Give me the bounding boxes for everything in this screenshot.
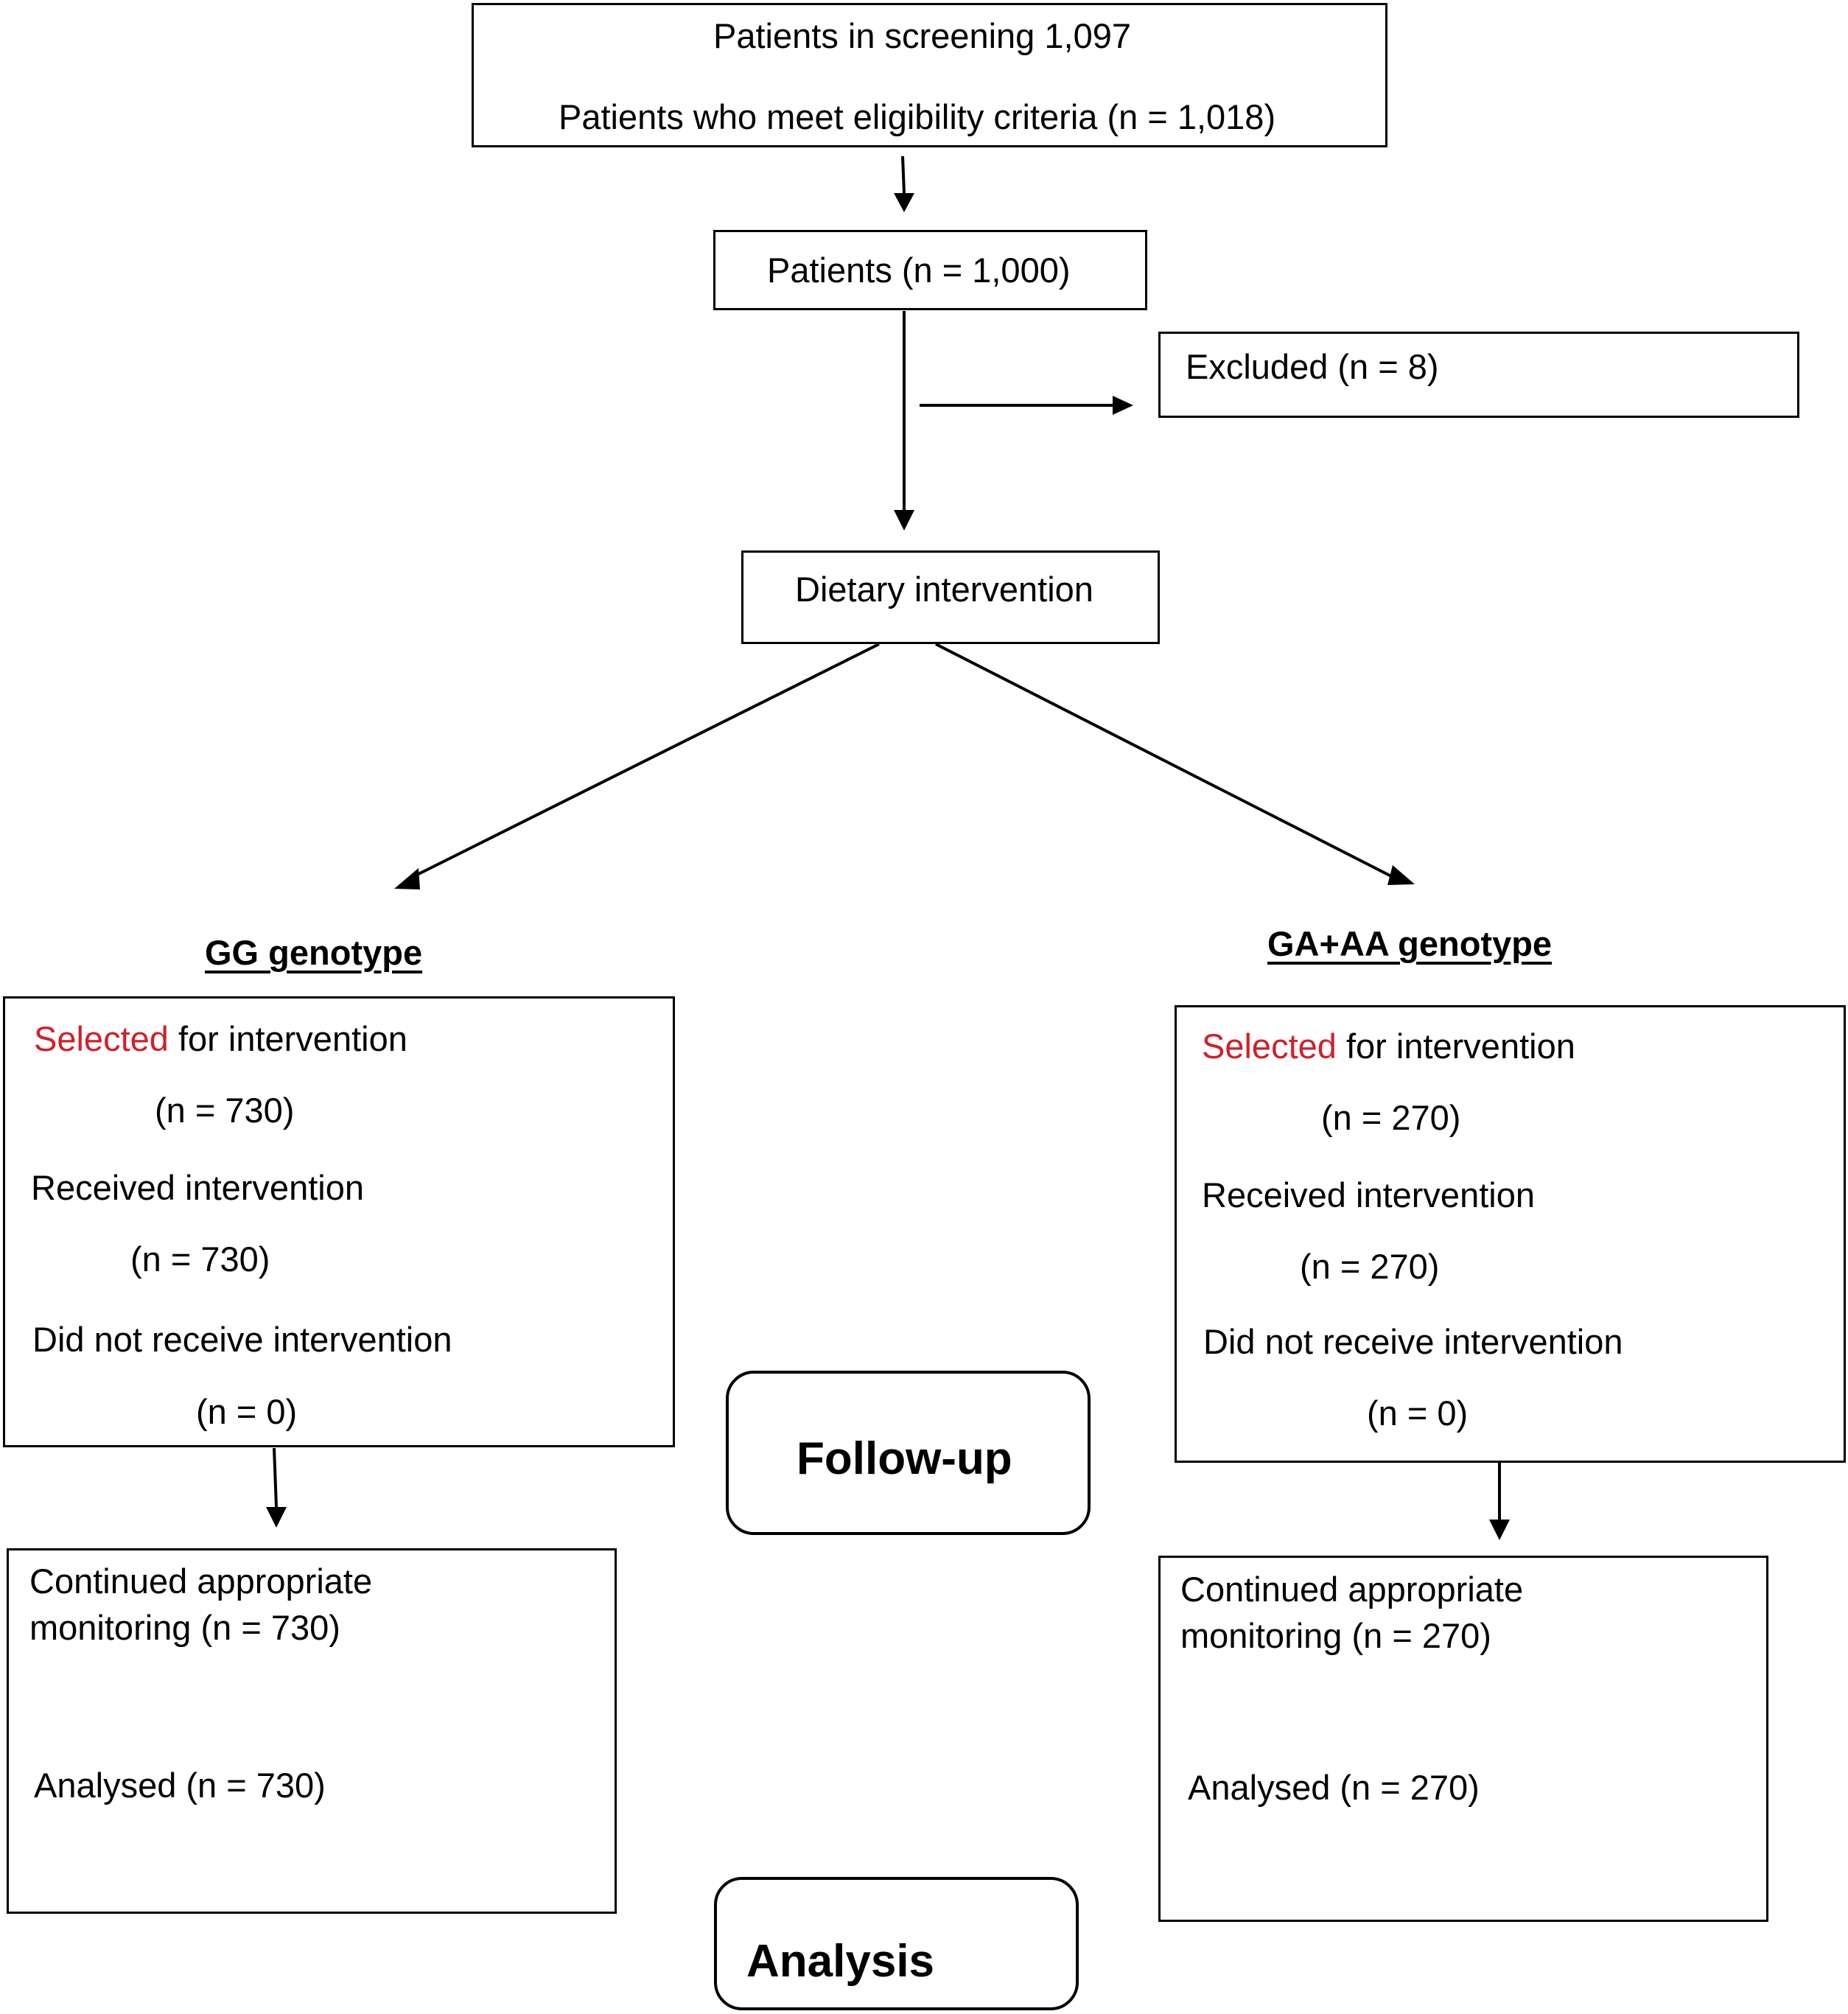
gaaa-monitoring-box: Continued appropriate monitoring (n = 27… (1158, 1556, 1768, 1922)
gg-selected-n: (n = 730) (155, 1091, 295, 1130)
dietary-intervention-box: Dietary intervention (741, 550, 1160, 644)
arrow-screening-to-patients (901, 155, 906, 194)
gaaa-selected-text: Selected for intervention (1202, 1026, 1575, 1067)
arrowhead-gg (394, 868, 420, 889)
arrow-intervention-to-gaaa (935, 643, 1393, 878)
arrow-intervention-to-gg (412, 643, 880, 878)
gg-selected-text: Selected for intervention (34, 1018, 407, 1060)
gg-genotype-heading: GG genotype (205, 933, 423, 972)
followup-phase-box: Follow-up (726, 1371, 1091, 1535)
gg-received-n: (n = 730) (130, 1239, 270, 1279)
arrowhead-patients (894, 193, 914, 212)
gg-monitoring-box: Continued appropriate monitoring (n = 73… (7, 1548, 617, 1914)
gaaa-not-received-n: (n = 0) (1367, 1394, 1469, 1433)
dietary-intervention-text: Dietary intervention (795, 570, 1093, 609)
gaaa-allocation-box: Selected for intervention (n = 270) Rece… (1175, 1005, 1846, 1463)
gaaa-selected-rest: for intervention (1336, 1027, 1575, 1066)
gg-selected-word: Selected (34, 1019, 169, 1058)
gaaa-monitoring-line2: monitoring (n = 270) (1180, 1616, 1491, 1655)
arrowhead-gaaa (1387, 865, 1415, 885)
gaaa-not-received-text: Did not receive intervention (1203, 1322, 1623, 1361)
gg-not-received-text: Did not receive intervention (32, 1320, 452, 1359)
gg-not-received-n: (n = 0) (196, 1392, 298, 1431)
excluded-box: Excluded (n = 8) (1158, 332, 1799, 418)
excluded-text: Excluded (n = 8) (1186, 347, 1439, 386)
analysis-phase-label: Analysis (746, 1936, 935, 1987)
arrowhead-intervention (894, 510, 914, 531)
screening-box: Patients in screening 1,097 Patients who… (472, 3, 1387, 147)
gg-selected-rest: for intervention (168, 1019, 407, 1058)
gaaa-analysed-text: Analysed (n = 270) (1188, 1768, 1480, 1807)
gaaa-selected-word: Selected (1202, 1027, 1337, 1066)
arrowhead-gg-monitoring (266, 1507, 287, 1528)
gg-received-text: Received intervention (31, 1168, 364, 1207)
followup-phase-label: Follow-up (797, 1433, 1012, 1484)
arrowhead-gaaa-monitoring (1489, 1520, 1510, 1540)
gg-monitoring-line1: Continued appropriate (29, 1562, 373, 1601)
gg-allocation-box: Selected for intervention (n = 730) Rece… (3, 996, 675, 1447)
gaaa-monitoring-line1: Continued appropriate (1180, 1570, 1524, 1609)
patients-text: Patients (n = 1,000) (767, 251, 1071, 290)
arrow-gg-to-monitoring (273, 1447, 278, 1508)
screening-count-text: Patients in screening 1,097 (713, 16, 1131, 55)
gg-analysed-text: Analysed (n = 730) (34, 1766, 326, 1805)
gaaa-selected-n: (n = 270) (1321, 1098, 1461, 1137)
arrowhead-excluded (1113, 396, 1133, 415)
analysis-phase-box: Analysis (714, 1877, 1079, 2010)
eligibility-text: Patients who meet eligibility criteria (… (559, 97, 1276, 136)
gg-monitoring-line2: monitoring (n = 730) (29, 1608, 340, 1647)
gaaa-received-text: Received intervention (1202, 1175, 1535, 1214)
gaaa-received-n: (n = 270) (1300, 1247, 1440, 1286)
patients-box: Patients (n = 1,000) (713, 230, 1147, 310)
gaaa-genotype-heading: GA+AA genotype (1267, 924, 1553, 963)
